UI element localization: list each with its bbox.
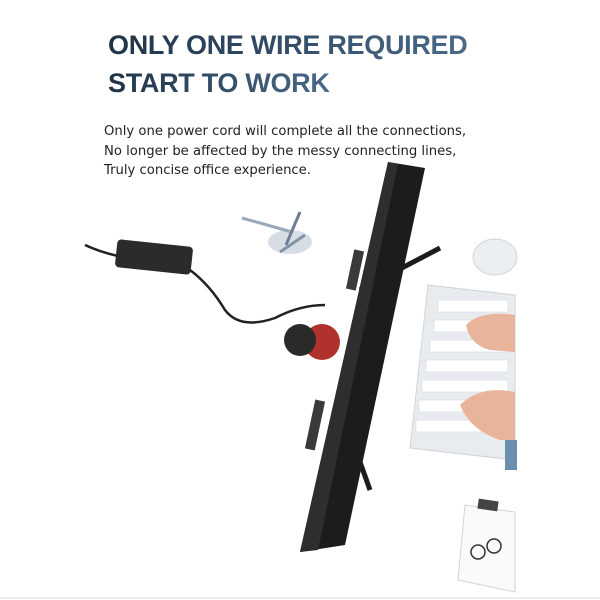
- description-line-3: Truly concise office experience.: [104, 163, 311, 178]
- description-line-2: No longer be affected by the messy conne…: [104, 143, 457, 159]
- keyboard-image: [409, 284, 516, 461]
- clipboard-image: [457, 498, 516, 593]
- headline-line-1: ONLY ONE WIRE REQUIRED: [108, 30, 468, 60]
- mouse-image: [472, 238, 518, 276]
- headline-line-2: START TO WORK: [108, 68, 330, 98]
- pen-holder-image: [241, 211, 312, 254]
- hands-image: [460, 313, 517, 470]
- monitor-image: [284, 162, 442, 552]
- description-line-1: Only one power cord will complete all th…: [104, 124, 467, 139]
- description: Only one power cord will complete all th…: [104, 122, 466, 181]
- power-adapter-image: [84, 239, 326, 324]
